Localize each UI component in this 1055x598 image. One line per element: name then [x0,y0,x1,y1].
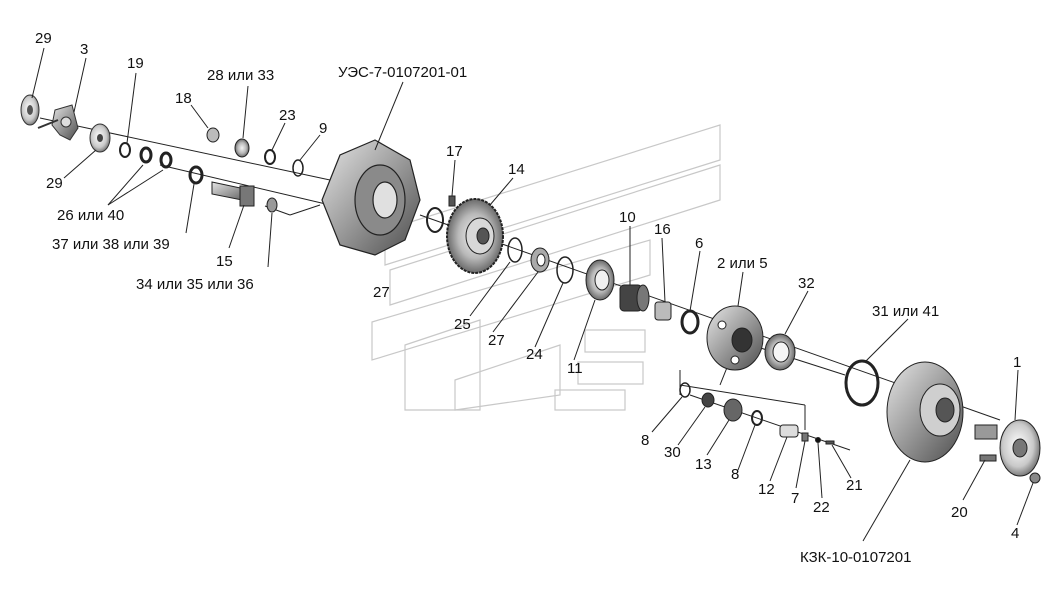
label-30: 30 [664,444,681,461]
label-20: 20 [951,504,968,521]
housing-kzk [886,361,964,463]
housing-uez [321,139,421,256]
label-19: 19 [127,55,144,72]
label-37-38-39: 37 или 38 или 39 [52,236,170,253]
part-29-disc [20,94,40,126]
upper-rings [206,127,304,177]
label-8: 8 [641,432,650,449]
part-4-nut [1029,472,1041,484]
part-2-5-carrier [706,305,764,371]
part-32-bearing [764,333,796,371]
label-7: 7 [791,490,800,507]
part-14-gear [446,198,504,274]
label-9: 9 [319,120,328,137]
label-13: 13 [695,456,712,473]
label-32: 32 [798,275,815,292]
part-15-shaft [211,181,278,213]
planet-parts [679,382,835,445]
part-6-ring [680,309,700,335]
part-25-ring [507,237,523,263]
label-27: 27 [373,284,390,301]
leader-lines [31,47,1034,542]
part-27-ring [426,207,444,233]
label-6: 6 [695,235,704,252]
label-12: 12 [758,481,775,498]
part-17-pin [448,195,456,207]
label-10: 10 [619,209,636,226]
label-8b: 8 [731,466,740,483]
label-17: 17 [446,143,463,160]
label-18: 18 [175,90,192,107]
label-24: 24 [526,346,543,363]
label-22: 22 [813,499,830,516]
small-rings [119,142,204,185]
label-29: 29 [35,30,52,47]
label-25: 25 [454,316,471,333]
label-34-35-36: 34 или 35 или 36 [136,276,254,293]
part-29b-disc [89,123,111,153]
label-1: 1 [1013,354,1022,371]
label-11: 11 [567,360,583,377]
label-uez-housing: УЭС-7-0107201-01 [338,64,468,81]
part-3-bracket [37,104,79,141]
label-3: 3 [80,41,89,58]
label-16: 16 [654,221,671,238]
label-2-or-5: 2 или 5 [717,255,768,272]
label-26-or-40: 26 или 40 [57,207,125,224]
label-14: 14 [508,161,525,178]
part-10-gear [619,284,650,312]
label-4: 4 [1011,525,1020,542]
part-24b-ring [556,256,574,284]
label-31-or-41: 31 или 41 [872,303,940,320]
part-16-sleeve [654,301,672,321]
part-1-flange [974,419,1041,477]
label-21: 21 [846,477,863,494]
label-27b: 27 [488,332,505,349]
label-kzk-housing: КЗК-10-0107201 [800,549,912,566]
part-31-41-ring [844,359,880,407]
label-28-or-33: 28 или 33 [207,67,275,84]
label-15: 15 [216,253,233,270]
part-20-bolt [979,454,997,462]
part-11-bearing [585,259,615,301]
label-23: 23 [279,107,296,124]
label-29b: 29 [46,175,63,192]
part-24-bearing [530,247,550,273]
